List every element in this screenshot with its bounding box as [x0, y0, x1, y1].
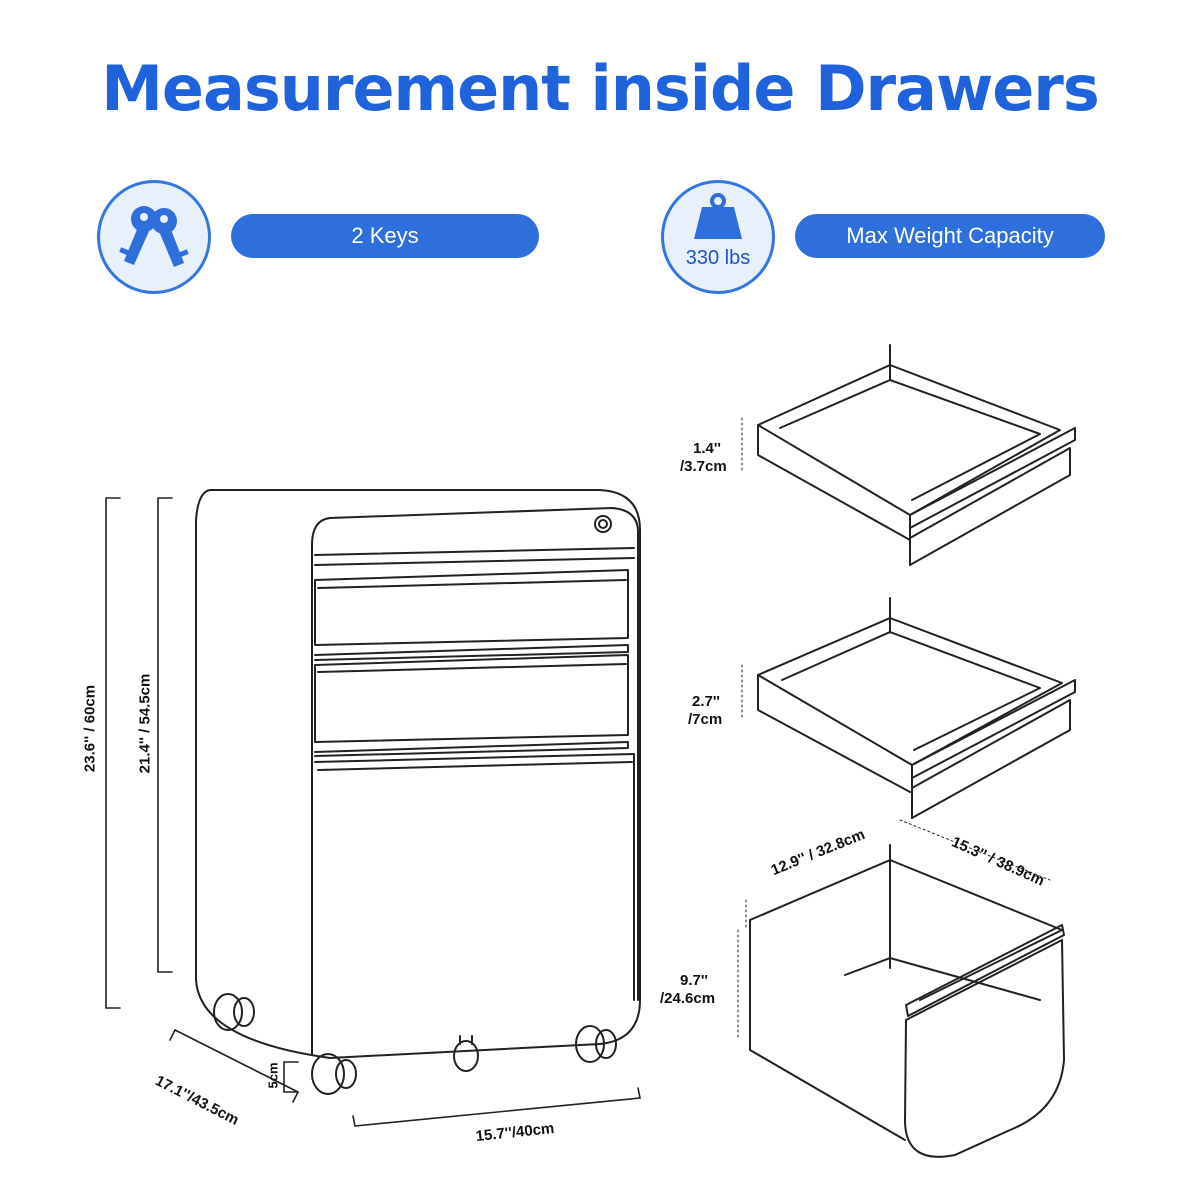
top-drawer-height-cm-label: /3.7cm	[680, 458, 727, 475]
middle-drawer-height-label: 2.7''	[692, 693, 720, 710]
weight-badge: 330 lbs	[661, 180, 775, 294]
weight-icon	[694, 193, 742, 239]
height-total-label: 23.6'' / 60cm	[81, 684, 99, 773]
middle-drawer-drawing	[741, 597, 1076, 819]
keys-label: 2 Keys	[231, 214, 539, 258]
height-body-label: 21.4'' / 54.5cm	[136, 673, 154, 774]
weight-value: 330 lbs	[685, 247, 751, 269]
keys-icon	[119, 206, 189, 267]
file-drawer-drawing	[737, 819, 1065, 1158]
file-drawer-height-label: 9.7''	[680, 972, 708, 989]
middle-drawer-height-cm-label: /7cm	[688, 711, 723, 728]
top-drawer-height-label: 1.4''	[693, 440, 721, 457]
cabinet-drawing	[195, 489, 641, 1095]
cabinet-dimensions	[105, 497, 641, 1127]
weight-label: Max Weight Capacity	[795, 214, 1105, 258]
wheel-height-label: 5cm	[265, 1062, 281, 1089]
keys-badge	[97, 180, 211, 294]
page-title: Measurement inside Drawers	[101, 52, 1100, 125]
file-drawer-height-cm-label: /24.6cm	[660, 990, 716, 1007]
top-drawer-drawing	[741, 344, 1076, 566]
